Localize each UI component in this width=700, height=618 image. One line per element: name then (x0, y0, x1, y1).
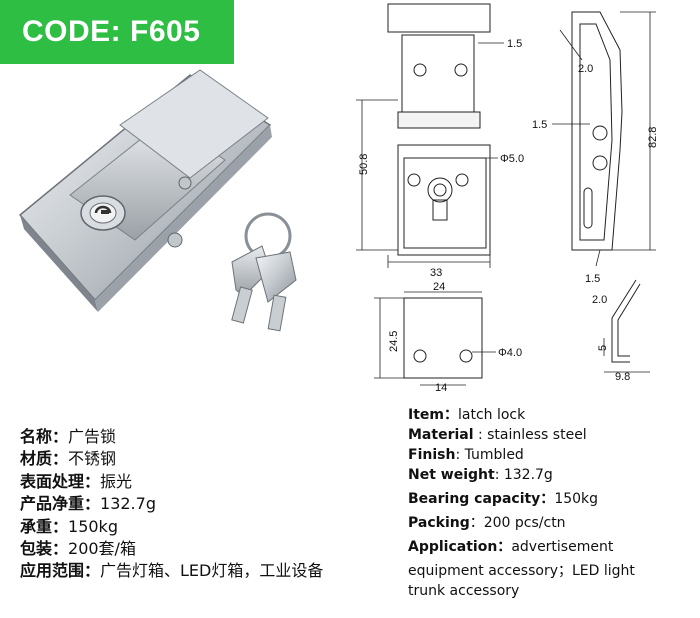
en-application-line3: trunk accessory (408, 583, 520, 599)
side-height-label: 82.8 (647, 127, 659, 148)
cn-spec-key: 表面处理： (20, 471, 101, 491)
front-view-dimensions (356, 42, 504, 268)
en-application-line2: equipment accessory；LED light (408, 563, 635, 579)
keeper-side-width-label: 9.8 (615, 371, 630, 383)
chinese-specs: 名称：广告锁 材质：不锈钢 表面处理：振光 产品净重：132.7g 承重：150… (20, 426, 405, 583)
keeper-side-drawing (611, 279, 641, 363)
cn-spec-row: 表面处理：振光 (20, 471, 405, 493)
en-spec-key: Item： (408, 407, 458, 423)
side-view-drawing (571, 11, 623, 251)
cn-spec-key: 承重： (20, 516, 69, 536)
english-specs: Item：latch lock Material : stainless ste… (408, 405, 700, 601)
cn-spec-key: 包装： (20, 539, 69, 559)
front-hole-label: Φ5.0 (500, 153, 524, 165)
front-width-label: 33 (430, 267, 442, 279)
en-weight-row: Net weight: 132.7g (408, 465, 700, 485)
cn-spec-row: 产品净重：132.7g (20, 493, 405, 515)
en-spec-value: ：200 pcs/ctn (469, 515, 566, 531)
cn-spec-value: 广告灯箱、LED灯箱，工业设备 (100, 561, 324, 581)
en-spec-key: Material (408, 427, 474, 443)
keeper-plate-drawing (403, 297, 483, 379)
cn-spec-row: 材质：不锈钢 (20, 448, 405, 470)
cn-spec-value: 不锈钢 (68, 449, 117, 469)
cn-spec-value: 振光 (100, 471, 133, 491)
side-thickness-label: 2.0 (578, 63, 593, 75)
cn-spec-value: 广告锁 (68, 427, 117, 446)
en-spec-value: : stainless steel (473, 427, 587, 443)
keeper-side-thickness-label: 2.0 (592, 294, 607, 306)
side-view-dimensions (552, 11, 656, 267)
product-code-badge: CODE: F605 (0, 0, 234, 64)
keeper-spacing-label: 14 (435, 382, 447, 394)
en-spec-value: : 132.7g (494, 467, 553, 483)
en-spec-key: Net weight (408, 467, 495, 483)
cn-spec-row: 名称：广告锁 (20, 426, 405, 448)
side-bottom-label: 1.5 (585, 273, 600, 285)
en-packing-row: Packing：200 pcs/ctn (408, 513, 700, 533)
cn-spec-row: 应用范围：广告灯箱、LED灯箱，工业设备 (20, 560, 405, 582)
en-spec-value: : Tumbled (455, 447, 524, 463)
cn-spec-value: 132.7g (100, 494, 156, 514)
cn-spec-row: 包装：200套/箱 (20, 538, 405, 560)
cn-spec-key: 应用范围： (20, 561, 101, 581)
keeper-side-height-label: 5 (597, 345, 609, 351)
cn-spec-value: 150kg (68, 516, 118, 536)
en-bearing-row: Bearing capacity：150kg (408, 489, 700, 509)
en-spec-value: advertisement (511, 539, 614, 555)
keeper-height-label: 24.5 (388, 331, 400, 352)
front-height-label: 50.8 (358, 154, 370, 175)
side-edge-label: 1.5 (532, 119, 547, 131)
keeper-dimensions (374, 291, 496, 386)
cn-spec-value: 200套/箱 (68, 539, 136, 559)
keys-photo (231, 212, 297, 332)
keeper-hole-label: Φ4.0 (498, 347, 522, 359)
cn-spec-row: 承重：150kg (20, 516, 405, 538)
keeper-width-label: 24 (433, 281, 445, 293)
cn-spec-key: 材质： (20, 449, 69, 469)
en-item-row: Item：latch lock (408, 405, 700, 425)
en-spec-key: Bearing capacity： (408, 491, 555, 507)
front-view-drawing (387, 3, 491, 256)
front-edge-label: 1.5 (507, 38, 522, 50)
en-finish-row: Finish: Tumbled (408, 445, 700, 465)
cn-spec-key: 产品净重： (20, 494, 101, 514)
en-spec-key: Packing (408, 515, 470, 531)
en-material-row: Material : stainless steel (408, 425, 700, 445)
keeper-side-dimensions (603, 338, 650, 373)
en-spec-value: 150kg (554, 491, 599, 507)
en-spec-key: Finish (408, 447, 456, 463)
lock-cylinder-icon (80, 195, 126, 231)
en-spec-key: Application： (408, 539, 512, 555)
cn-spec-key: 名称： (20, 427, 69, 446)
latch-lock-photo (18, 69, 272, 312)
en-application-row: Application：advertisement (408, 537, 700, 557)
en-spec-value: latch lock (457, 407, 526, 423)
